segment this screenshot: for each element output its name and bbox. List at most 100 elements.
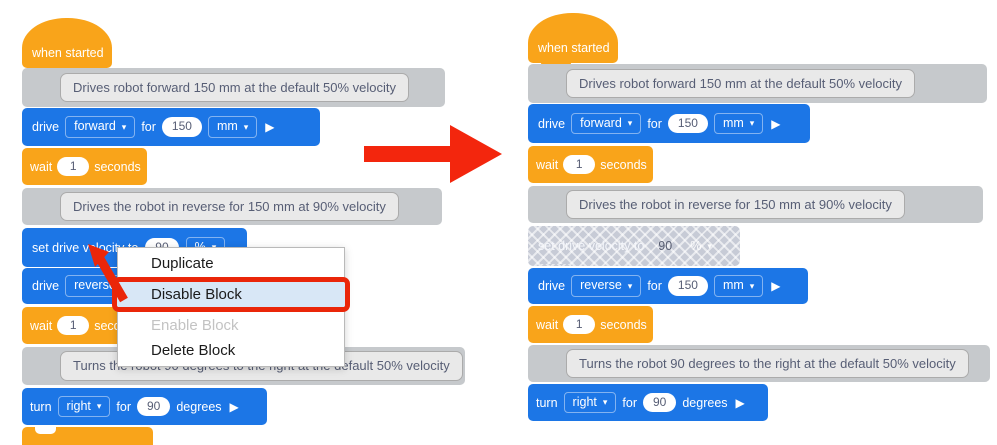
- wait-block[interactable]: wait 1 seconds: [528, 306, 653, 343]
- unit-dropdown[interactable]: mm ▾: [713, 275, 764, 297]
- block-connector-tab: [35, 423, 65, 425]
- turn-block[interactable]: turn right ▾ for 90 degrees ▶: [528, 384, 768, 421]
- comment-text: Turns the robot 90 degrees to the right …: [566, 348, 969, 379]
- turn-verb-label: turn: [536, 395, 558, 410]
- wait-time-input[interactable]: 1: [57, 156, 90, 177]
- chevron-down-icon: ▾: [121, 121, 127, 132]
- drive-verb-label: drive: [32, 120, 60, 134]
- cursor-annotation-arrow: [88, 244, 128, 303]
- drive-verb-label: drive: [538, 279, 566, 293]
- chevron-down-icon: ▾: [96, 401, 102, 411]
- chevron-down-icon: ▾: [627, 118, 633, 128]
- wait-time-input[interactable]: 1: [563, 314, 596, 335]
- seconds-label: seconds: [94, 159, 141, 174]
- comment-block[interactable]: Drives the robot in reverse for 150 mm a…: [22, 188, 442, 225]
- set-drive-velocity-block-disabled[interactable]: set drive velocity to 90 % ▾: [528, 226, 740, 266]
- distance-input[interactable]: 150: [667, 276, 708, 296]
- block-connector-tab: [541, 380, 571, 382]
- wait-verb-label: wait: [30, 318, 53, 333]
- chevron-down-icon: ▾: [749, 118, 755, 128]
- turn-verb-label: turn: [30, 399, 52, 414]
- distance-input[interactable]: 150: [161, 117, 202, 137]
- comment-text: Drives robot forward 150 mm at the defau…: [60, 72, 409, 103]
- drive-verb-label: drive: [538, 116, 566, 131]
- chevron-down-icon: ▾: [602, 397, 608, 407]
- chevron-down-icon: ▾: [627, 280, 633, 291]
- unit-value: mm: [216, 119, 238, 134]
- turn-block[interactable]: turn right ▾ for 90 degrees ▶: [22, 388, 267, 425]
- comment-text: Drives the robot in reverse for 150 mm a…: [566, 189, 905, 220]
- block-connector-tab: [541, 302, 571, 304]
- block-connector-tab: [541, 101, 571, 103]
- block-connector-tab: [35, 223, 65, 225]
- block-connector-tab: [35, 183, 65, 185]
- workspace-after: when started Drives robot forward 150 mm…: [506, 0, 997, 445]
- for-label: for: [647, 116, 662, 131]
- drive-forward-block[interactable]: drive forward ▾ for 150 mm ▾ ▶: [22, 108, 320, 146]
- direction-value: right: [572, 394, 597, 409]
- unit-dropdown[interactable]: mm ▾: [713, 112, 764, 135]
- for-label: for: [647, 279, 662, 293]
- play-icon: ▶: [771, 279, 781, 293]
- direction-dropdown[interactable]: reverse ▾: [571, 275, 642, 297]
- play-icon: ▶: [735, 395, 745, 410]
- comment-block[interactable]: Turns the robot 90 degrees to the right …: [528, 345, 990, 382]
- drive-reverse-block[interactable]: drive reverse ▾ for 150 mm ▾ ▶: [528, 268, 808, 304]
- transition-arrow: [364, 125, 502, 183]
- velocity-value: 90: [658, 239, 673, 253]
- context-menu: Duplicate Disable Block Enable Block Del…: [112, 247, 350, 367]
- block-connector-tab: [35, 144, 65, 146]
- seconds-label: seconds: [600, 317, 647, 332]
- wait-block[interactable]: wait 1 seconds: [22, 148, 147, 185]
- comment-block[interactable]: Drives the robot in reverse for 150 mm a…: [528, 186, 983, 223]
- menu-item-enable-block: Enable Block: [151, 317, 239, 334]
- wait-block[interactable]: wait 1 seconds: [528, 146, 653, 183]
- menu-item-duplicate[interactable]: Duplicate: [151, 255, 214, 272]
- play-icon: ▶: [265, 120, 275, 134]
- velocity-unit-dropdown: % ▾: [690, 239, 712, 253]
- for-label: for: [141, 120, 156, 134]
- for-label: for: [116, 399, 131, 414]
- angle-input[interactable]: 90: [137, 396, 171, 417]
- direction-dropdown[interactable]: right ▾: [563, 391, 617, 414]
- when-started-hat-block[interactable]: when started: [528, 13, 618, 68]
- comment-block[interactable]: Drives robot forward 150 mm at the defau…: [22, 68, 445, 107]
- block-connector-tab: [35, 383, 65, 385]
- seconds-label: seconds: [600, 157, 647, 172]
- direction-value: forward: [580, 115, 622, 130]
- comment-block[interactable]: Drives robot forward 150 mm at the defau…: [528, 64, 987, 103]
- menu-item-disable-block[interactable]: Disable Block: [117, 282, 345, 307]
- for-label: for: [622, 395, 637, 410]
- direction-value: reverse: [74, 278, 116, 293]
- unit-value: mm: [722, 115, 744, 130]
- play-icon: ▶: [771, 116, 781, 131]
- unit-value: mm: [722, 278, 744, 293]
- set-velocity-label: set drive velocity to: [538, 239, 645, 253]
- when-started-label: when started: [538, 41, 610, 55]
- when-started-hat-block[interactable]: when started: [22, 18, 112, 73]
- block-connector-tab: [35, 265, 65, 267]
- direction-dropdown[interactable]: forward ▾: [65, 116, 136, 138]
- chevron-down-icon: ▾: [243, 121, 249, 132]
- direction-dropdown[interactable]: right ▾: [57, 395, 111, 418]
- cutoff-block-notch: [35, 427, 56, 434]
- comment-text: Drives robot forward 150 mm at the defau…: [566, 68, 915, 99]
- wait-time-input[interactable]: 1: [563, 154, 596, 175]
- wait-time-input[interactable]: 1: [57, 315, 90, 336]
- direction-value: reverse: [580, 278, 622, 293]
- distance-input[interactable]: 150: [667, 113, 708, 134]
- play-icon: ▶: [229, 399, 239, 414]
- degrees-label: degrees: [682, 395, 728, 410]
- wait-verb-label: wait: [30, 159, 53, 174]
- unit-value: %: [690, 239, 702, 253]
- angle-input[interactable]: 90: [643, 392, 677, 413]
- block-connector-tab: [541, 181, 571, 183]
- drive-forward-block[interactable]: drive forward ▾ for 150 mm ▾ ▶: [528, 104, 810, 143]
- set-velocity-label: set drive velocity to: [32, 240, 139, 255]
- block-connector-tab: [541, 141, 571, 143]
- block-connector-tab: [35, 342, 65, 344]
- unit-dropdown[interactable]: mm ▾: [207, 116, 258, 138]
- chevron-down-icon: ▾: [749, 280, 755, 291]
- direction-dropdown[interactable]: forward ▾: [571, 112, 642, 135]
- menu-item-delete-block[interactable]: Delete Block: [151, 342, 236, 359]
